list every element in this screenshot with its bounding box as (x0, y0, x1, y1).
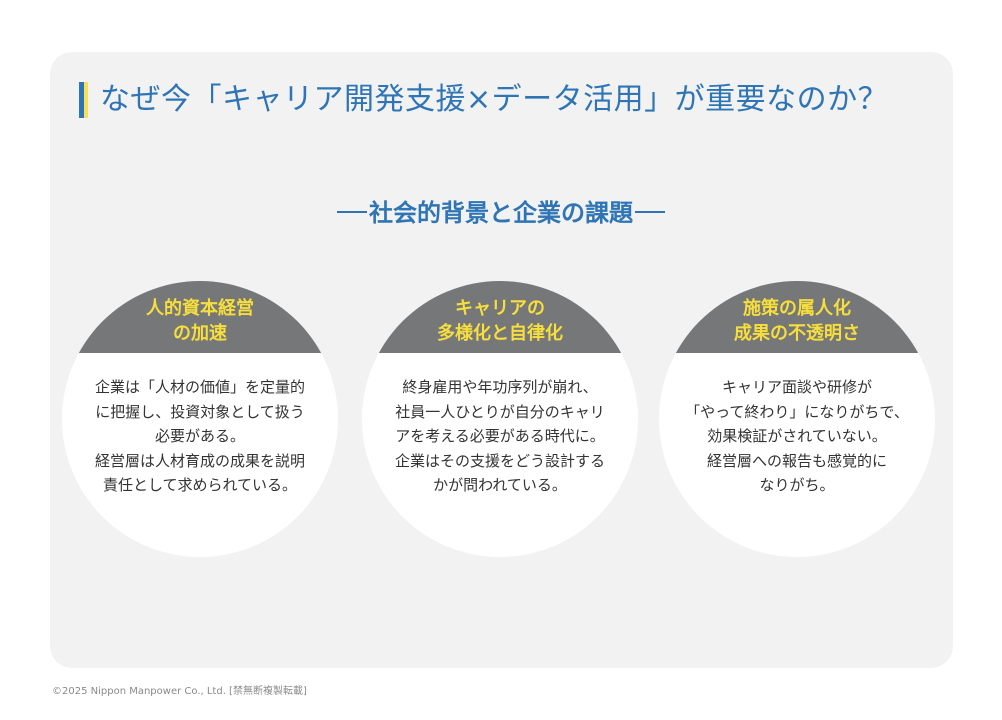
circle-body-line: 経営層への報告も感覚的に (706, 451, 887, 470)
circle-body-line: に把握し、投資対象として扱う (95, 402, 305, 421)
copyright-footer: ©2025 Nippon Manpower Co., Ltd. [禁無断複製転載… (52, 686, 307, 697)
section-subtitle-text: 社会的背景と企業の課題 (369, 199, 633, 227)
circle-heading-line: 施策の属人化 (743, 298, 851, 319)
circle-heading-line: 人的資本経営 (146, 298, 254, 319)
circle-heading-line: 成果の不透明さ (734, 323, 860, 344)
circle-body-line: 企業は「人材の価値」を定量的 (94, 378, 305, 396)
circle-heading-line: 多様化と自律化 (437, 323, 563, 344)
circle-heading: キャリアの 多様化と自律化 (362, 296, 638, 346)
circle-body-line: 必要がある。 (154, 427, 245, 445)
section-subtitle: 社会的背景と企業の課題 (0, 196, 1002, 230)
circle-body-line: アを考える必要がある時代に。 (395, 427, 605, 445)
circle-body-line: 「やって終わり」になりがちで、 (685, 402, 909, 421)
circle-body-line: 終身雇用や年功序列が崩れ、 (402, 378, 598, 396)
circle-body-line: 企業はその支援をどう設計する (394, 451, 605, 470)
title-bar: なぜ今「キャリア開発支援×データ活用」が重要なのか？ (79, 80, 888, 120)
issue-circle-opaque-results: 施策の属人化 成果の不透明さ キャリア面談や研修が 「やって終わり」になりがちで… (659, 281, 935, 557)
title-accent-bar (79, 82, 88, 118)
circle-body-line: なりがち。 (759, 476, 835, 494)
circle-body: 企業は「人材の価値」を定量的 に把握し、投資対象として扱う 必要がある。 経営層… (62, 375, 338, 498)
issue-circle-human-capital: 人的資本経営 の加速 企業は「人材の価値」を定量的 に把握し、投資対象として扱う… (62, 281, 338, 557)
circle-body: 終身雇用や年功序列が崩れ、 社員一人ひとりが自分のキャリ アを考える必要がある時… (362, 375, 638, 498)
circle-heading: 人的資本経営 の加速 (62, 296, 338, 346)
subtitle-dash-right (635, 211, 665, 213)
circle-body-line: かが問われている。 (433, 476, 567, 494)
circle-heading-band (62, 281, 338, 353)
circle-body-line: 経営層は人材育成の成果を説明 (94, 451, 305, 470)
circle-heading-band (362, 281, 638, 353)
issue-circle-career-diversity: キャリアの 多様化と自律化 終身雇用や年功序列が崩れ、 社員一人ひとりが自分のキ… (362, 281, 638, 557)
circle-heading: 施策の属人化 成果の不透明さ (659, 296, 935, 346)
page-title: なぜ今「キャリア開発支援×データ活用」が重要なのか？ (100, 82, 889, 117)
circle-heading-line: の加速 (173, 323, 227, 344)
circle-body-line: 効果検証がされていない。 (707, 427, 887, 445)
circle-body: キャリア面談や研修が 「やって終わり」になりがちで、 効果検証がされていない。 … (659, 375, 935, 498)
circle-heading-line: キャリアの (455, 298, 545, 319)
subtitle-dash-left (337, 211, 367, 213)
circle-body-line: キャリア面談や研修が (721, 378, 872, 396)
accent-yellow-stripe (84, 82, 88, 118)
circle-body-line: 責任として求められている。 (102, 476, 298, 494)
circle-heading-band (659, 281, 935, 353)
circle-body-line: 社員一人ひとりが自分のキャリ (395, 402, 605, 421)
accent-blue-stripe (79, 82, 84, 118)
